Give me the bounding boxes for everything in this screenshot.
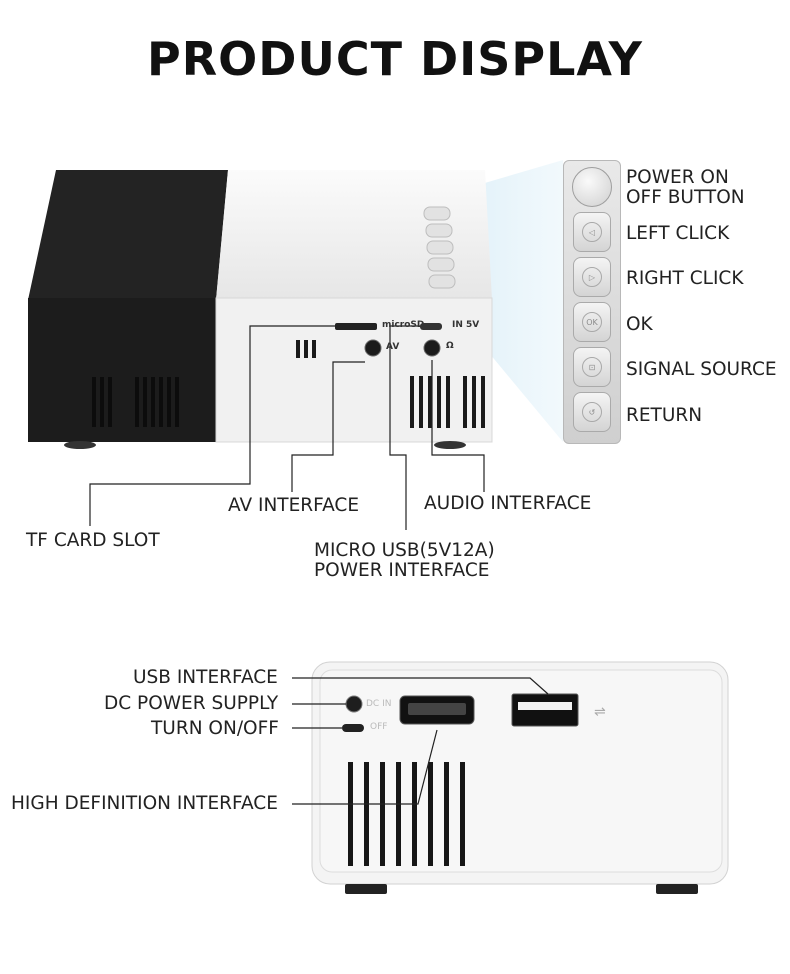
power-button[interactable] <box>572 167 612 207</box>
right-button[interactable]: ▷ <box>573 257 611 297</box>
white-vents <box>296 340 485 428</box>
projector-white-top <box>216 170 492 300</box>
ok-label: OK <box>626 314 653 335</box>
signal-source-label: SIGNAL SOURCE <box>626 359 777 380</box>
usb-interface-label: USB INTERFACE <box>133 667 278 688</box>
dc-jack <box>345 695 363 713</box>
right-arrow-icon: ▷ <box>582 267 602 287</box>
projector-black-block <box>28 170 228 300</box>
turn-on-off-label: TURN ON/OFF <box>151 718 279 739</box>
projector-foot <box>64 441 96 449</box>
source-icon: ⊡ <box>582 357 602 377</box>
projector-foot <box>345 884 387 894</box>
back-leader-lines <box>292 677 549 805</box>
off-mark: OFF <box>370 722 388 732</box>
return-label: RETURN <box>626 405 703 426</box>
tf-card-label: TF CARD SLOT <box>26 530 160 551</box>
source-button[interactable]: ⊡ <box>573 347 611 387</box>
dc-power-label: DC POWER SUPPLY <box>104 693 279 714</box>
left-button[interactable]: ◁ <box>573 212 611 252</box>
right-click-label: RIGHT CLICK <box>626 268 744 289</box>
ok-icon: OK <box>582 312 602 332</box>
usb-symbol-icon: ⇌ <box>594 704 606 720</box>
projector-foot <box>434 441 466 449</box>
projector-black-front <box>28 298 218 442</box>
dc-in-mark: DC IN <box>366 699 392 709</box>
black-vents <box>92 377 179 427</box>
micro-usb-label-1: MICRO USB(5V12A) <box>314 540 495 561</box>
projector-foot <box>656 884 698 894</box>
audio-jack <box>423 339 441 357</box>
return-icon: ↺ <box>582 402 602 422</box>
micro-usb-label-2: POWER INTERFACE <box>314 560 490 581</box>
microsd-slot <box>335 323 377 330</box>
hdmi-label: HIGH DEFINITION INTERFACE <box>11 793 278 814</box>
microsd-mark: microSD <box>382 320 425 330</box>
power-label-2: OFF BUTTON <box>626 187 745 208</box>
ok-button[interactable]: OK <box>573 302 611 342</box>
av-jack <box>364 339 382 357</box>
back-vents <box>348 762 465 866</box>
in5v-mark: IN 5V <box>452 320 480 330</box>
av-interface-label: AV INTERFACE <box>228 495 360 516</box>
micro-usb-port <box>420 323 442 330</box>
audio-interface-label: AUDIO INTERFACE <box>424 493 592 514</box>
page-title: PRODUCT DISPLAY <box>147 32 643 86</box>
av-mark: AV <box>386 342 400 352</box>
top-buttons <box>423 206 456 289</box>
left-click-label: LEFT CLICK <box>626 223 730 244</box>
return-button[interactable]: ↺ <box>573 392 611 432</box>
left-arrow-icon: ◁ <box>582 222 602 242</box>
power-label-1: POWER ON <box>626 167 729 188</box>
leader-lines <box>89 325 485 530</box>
control-button-panel: ◁ ▷ OK ⊡ ↺ <box>563 160 621 444</box>
headphone-mark: Ω <box>446 341 454 351</box>
power-switch <box>342 724 364 732</box>
